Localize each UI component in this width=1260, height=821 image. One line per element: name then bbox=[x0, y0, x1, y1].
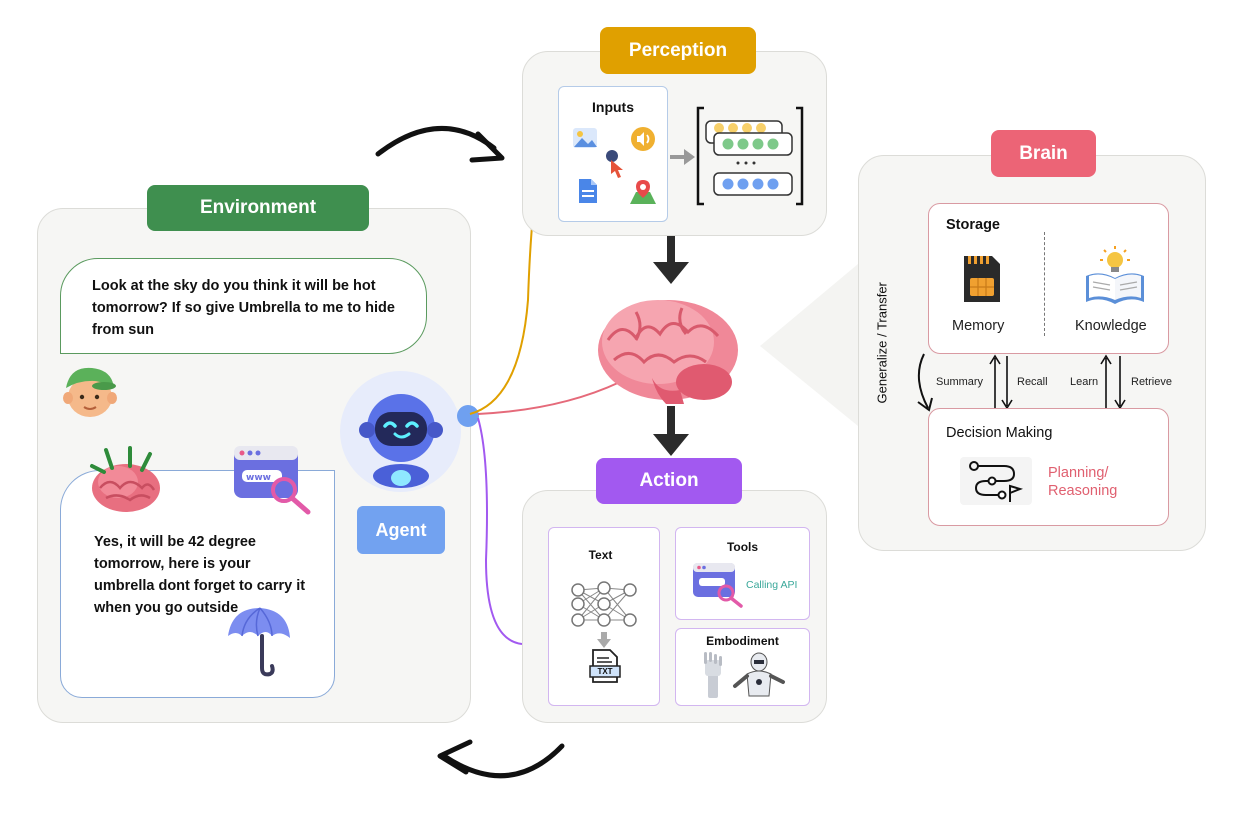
txt-file-label: TXT bbox=[597, 667, 613, 676]
summary-label: Summary bbox=[936, 376, 984, 388]
memory-card-icon bbox=[964, 256, 1000, 302]
environment-title: Environment bbox=[147, 185, 369, 231]
document-input-icon bbox=[579, 179, 597, 203]
agent-reply-text: Yes, it will be 42 degree tomorrow, here… bbox=[94, 534, 306, 616]
down-arrow-icon bbox=[597, 632, 611, 648]
recall-label: Recall bbox=[1017, 376, 1048, 388]
svg-text:www: www bbox=[246, 473, 271, 483]
retrieve-label: Retrieve bbox=[1131, 376, 1172, 388]
robot-hand-icon bbox=[704, 652, 722, 698]
storage-divider bbox=[1044, 232, 1045, 336]
action-title: Action bbox=[596, 458, 742, 504]
web-search-icon: www bbox=[234, 446, 311, 515]
storage-decision-arrows bbox=[989, 354, 1126, 410]
decision-making-label: Decision Making bbox=[946, 425, 1053, 441]
location-input-icon bbox=[630, 180, 656, 204]
memory-label: Memory bbox=[952, 318, 1005, 334]
robot-icon bbox=[359, 394, 443, 488]
tools-action-label: Tools bbox=[726, 540, 759, 554]
text-action-label: Text bbox=[588, 548, 613, 562]
user-message-text: Look at the sky do you think it will be … bbox=[92, 278, 395, 338]
planning-path-icon bbox=[969, 461, 1024, 502]
audio-input-icon bbox=[631, 127, 655, 151]
humanoid-robot-icon bbox=[733, 652, 785, 697]
brain-title: Brain bbox=[991, 130, 1096, 177]
storage-label: Storage bbox=[946, 217, 1000, 233]
inputs-label: Inputs bbox=[592, 99, 634, 115]
image-input-icon bbox=[573, 128, 597, 148]
umbrella-icon bbox=[228, 607, 290, 677]
api-browser-icon bbox=[693, 563, 743, 608]
knowledge-label: Knowledge bbox=[1075, 318, 1147, 334]
neural-network-icon bbox=[571, 581, 637, 627]
perception-title: Perception bbox=[600, 27, 756, 74]
embodiment-action-label: Embodiment bbox=[706, 634, 779, 648]
txt-file-icon bbox=[589, 649, 621, 683]
generalize-transfer-label: Generalize / Transfer bbox=[874, 282, 890, 404]
embodiment-action-box bbox=[675, 628, 810, 706]
embedding-vector-icon bbox=[696, 106, 804, 206]
click-input-icon bbox=[606, 150, 623, 178]
arrow-right-icon bbox=[670, 149, 695, 165]
user-avatar-icon bbox=[63, 367, 117, 417]
central-brain-icon bbox=[598, 300, 738, 404]
agent-reply-bubble: Yes, it will be 42 degree tomorrow, here… bbox=[60, 470, 335, 698]
knowledge-book-icon bbox=[1086, 246, 1144, 304]
calling-api-label: Calling API bbox=[746, 579, 798, 591]
learn-label: Learn bbox=[1070, 376, 1099, 388]
planning-reasoning-label: Planning/ Reasoning bbox=[1048, 465, 1118, 499]
user-message-bubble: Look at the sky do you think it will be … bbox=[60, 258, 427, 354]
brain-sticker-icon bbox=[90, 446, 160, 512]
agent-connector-dot bbox=[457, 405, 479, 427]
agent-label[interactable]: Agent bbox=[357, 506, 445, 554]
generalize-curve-arrow bbox=[917, 353, 933, 412]
